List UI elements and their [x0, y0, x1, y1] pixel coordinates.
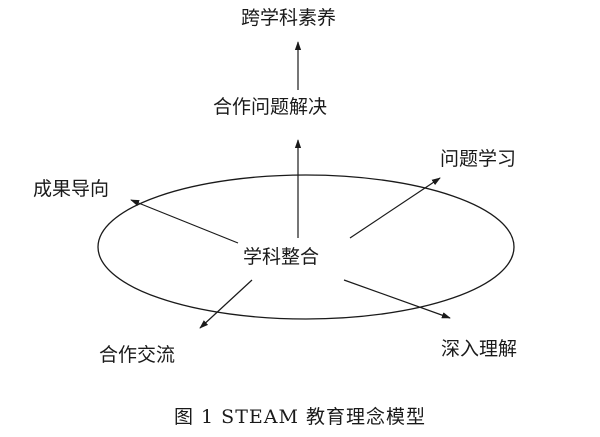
node-problem-learning: 问题学习: [440, 148, 517, 170]
arrow-to-collab-communication: [199, 279, 253, 329]
arrow-to-outcome-oriented: [130, 199, 239, 244]
node-collab-communication: 合作交流: [99, 344, 176, 366]
integration-ellipse: [97, 174, 515, 320]
arrow-to-deep-understanding: [343, 279, 451, 319]
figure-caption: 图 1 STEAM 教育理念模型: [174, 406, 426, 428]
node-discipline-integration: 学科整合: [243, 246, 320, 268]
node-collab-problem-solving: 合作问题解决: [213, 96, 328, 118]
arrow-to-problem-learning: [349, 177, 441, 239]
node-interdisciplinary-literacy: 跨学科素养: [241, 7, 337, 29]
node-deep-understanding: 深入理解: [441, 338, 518, 360]
node-outcome-oriented: 成果导向: [33, 178, 110, 200]
